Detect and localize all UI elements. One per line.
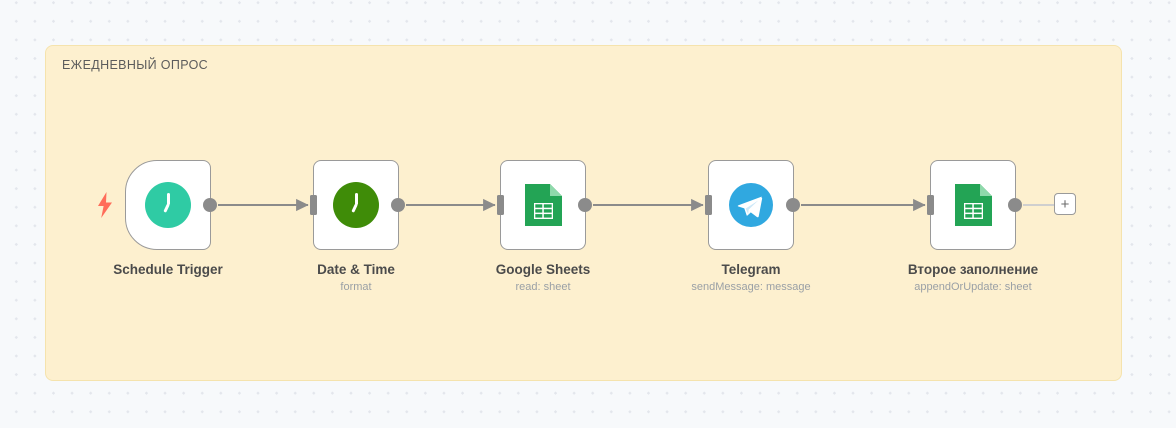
input-endpoint[interactable] [705, 195, 712, 215]
node-date-time[interactable] [310, 160, 405, 250]
input-endpoint[interactable] [927, 195, 934, 215]
node-title: Google Sheets [495, 262, 591, 277]
output-endpoint[interactable] [391, 198, 405, 212]
clock-icon [332, 181, 380, 229]
node-subtitle: format [340, 280, 372, 293]
lightning-bolt-icon [98, 192, 112, 218]
output-endpoint[interactable] [1008, 198, 1022, 212]
node-subtitle: sendMessage: message [691, 280, 811, 293]
node-title: Date & Time [317, 262, 395, 277]
sticky-note-title: ЕЖЕДНЕВНЫЙ ОПРОС [62, 58, 209, 72]
node-vtoroe-zapolnenie[interactable] [927, 160, 1022, 250]
node-label-vtoroe-zapolnenie: Второе заполнение appendOrUpdate: sheet [908, 262, 1038, 295]
node-title: Telegram [721, 262, 781, 277]
node-label-date-time: Date & Time format [317, 262, 395, 295]
node-title: Schedule Trigger [113, 262, 223, 277]
node-subtitle: appendOrUpdate: sheet [914, 280, 1032, 293]
output-endpoint[interactable] [578, 198, 592, 212]
node-google-sheets[interactable] [497, 160, 592, 250]
clock-icon [144, 181, 192, 229]
output-endpoint[interactable] [786, 198, 800, 212]
add-node-button[interactable]: + [1054, 193, 1076, 215]
input-endpoint[interactable] [497, 195, 504, 215]
node-label-telegram: Telegram sendMessage: message [691, 262, 810, 295]
node-schedule-trigger[interactable] [98, 160, 217, 250]
telegram-icon [727, 181, 775, 229]
node-label-schedule-trigger: Schedule Trigger [113, 262, 223, 279]
input-endpoint[interactable] [310, 195, 317, 215]
google-sheets-icon [949, 181, 997, 229]
node-telegram[interactable] [705, 160, 800, 250]
node-label-google-sheets: Google Sheets read: sheet [496, 262, 591, 295]
google-sheets-icon [519, 181, 567, 229]
node-subtitle: read: sheet [515, 280, 571, 293]
output-endpoint[interactable] [203, 198, 217, 212]
node-title: Второе заполнение [907, 262, 1039, 277]
